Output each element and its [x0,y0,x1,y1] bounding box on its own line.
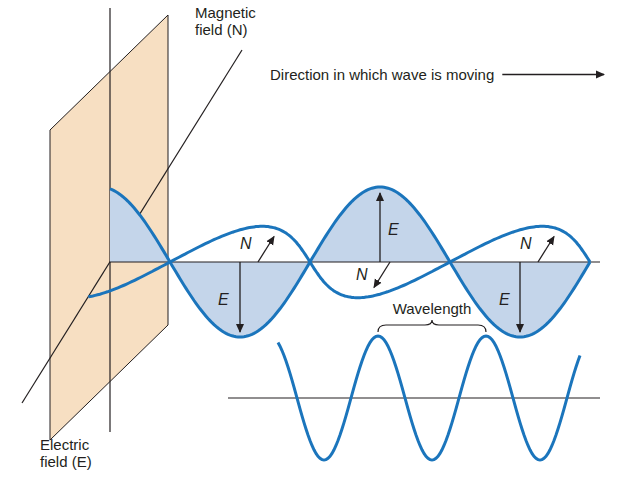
magnetic-vector [374,262,390,288]
baseline [228,397,600,398]
magnetic-wave [88,226,590,297]
direction-label: Direction in which wave is moving [270,66,494,83]
wave-curve [278,336,580,460]
wavelength-label: Wavelength [393,300,472,317]
propagation-axis [110,261,600,262]
field-symbol: N [356,267,368,283]
field-symbol: N [520,236,532,252]
magnetic-vector [258,237,274,263]
wavelength-bracket [378,320,486,332]
direction-arrow [502,74,604,76]
electric-vector [239,262,240,332]
wave-outline-group [88,187,590,337]
axis-label: Electric field (E) [40,436,112,470]
electric-wave [110,187,590,337]
electric-vector [519,262,520,332]
axis-label: Magnetic field (N) [195,4,277,38]
field-symbol: E [499,292,510,308]
field-symbol: E [388,222,399,238]
electric-vector [379,193,380,262]
magnetic-vector [538,237,554,263]
field-symbol: N [240,236,252,252]
field-symbol: E [218,292,229,308]
